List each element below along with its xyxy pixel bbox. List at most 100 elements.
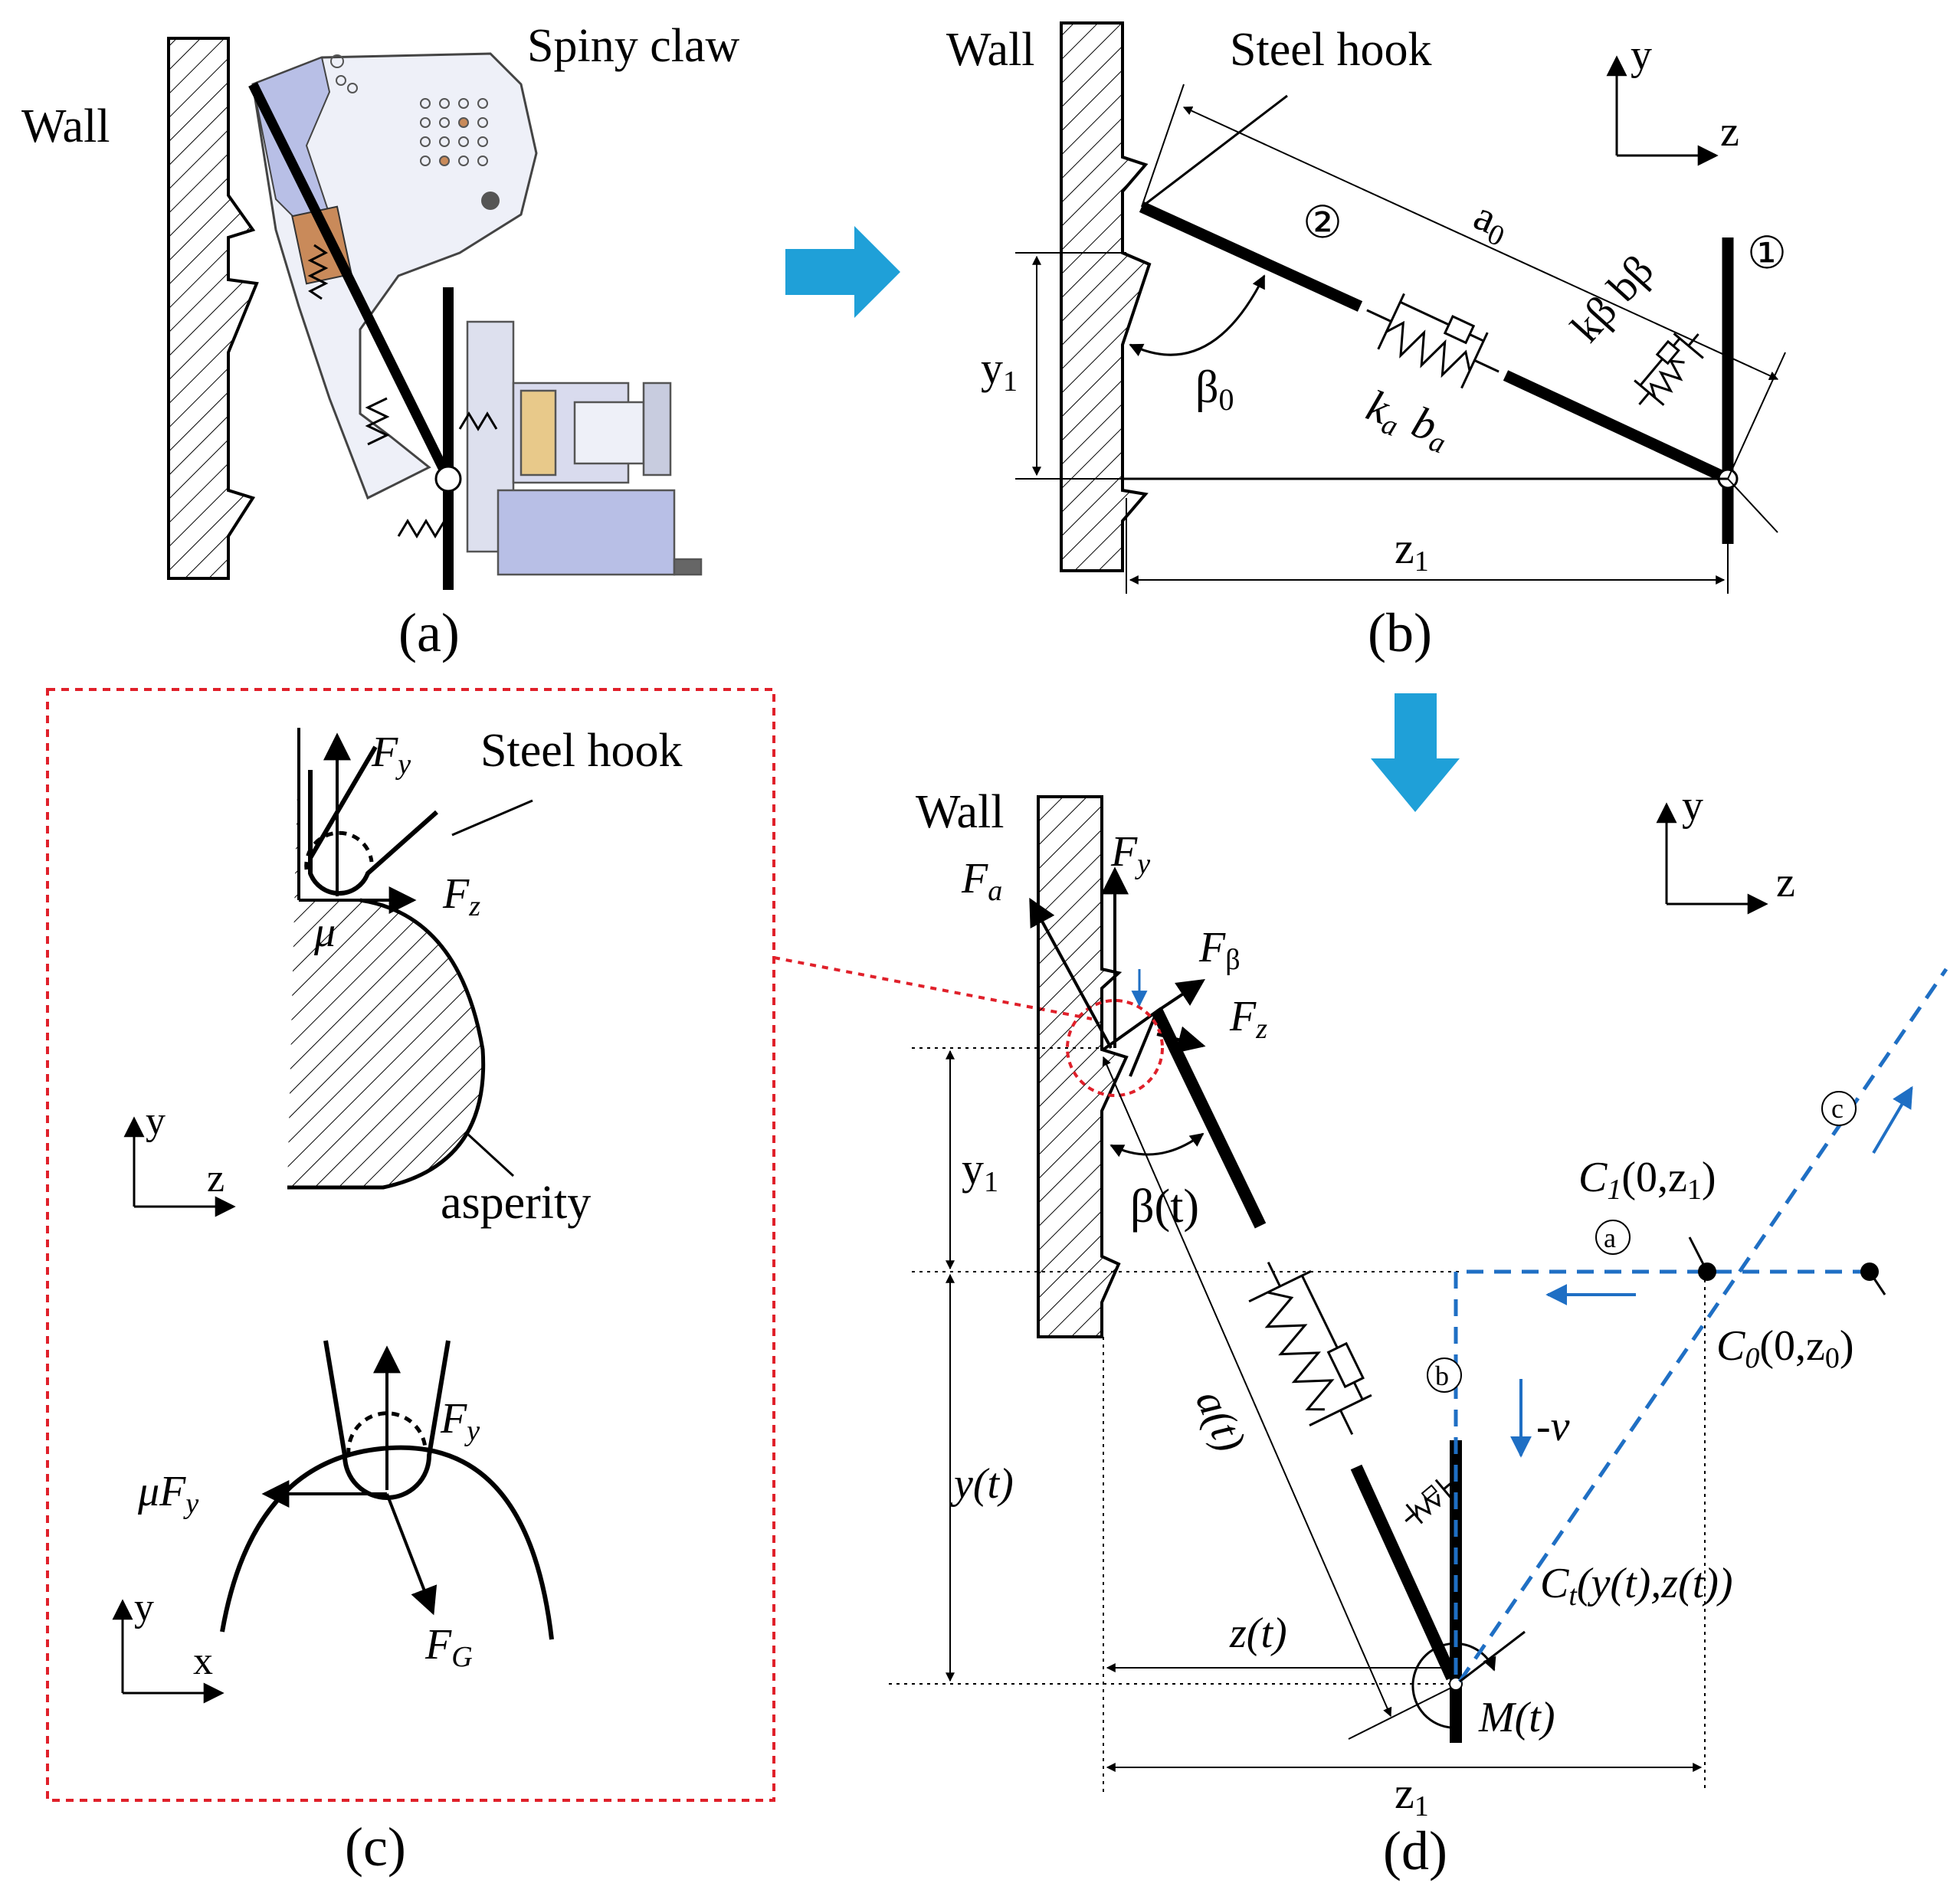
pivot-line-b [1727, 478, 1778, 533]
a0-label: a0 [1465, 192, 1517, 253]
caption-a: (a) [398, 602, 460, 663]
claw-spring [307, 244, 329, 300]
wall-label-d: Wall [916, 786, 1005, 838]
fg-arrow [385, 1493, 438, 1616]
y1-label-d: y1 [962, 1144, 998, 1198]
hook-line-b [1141, 94, 1288, 208]
asperity-outline-upper [287, 898, 486, 1190]
at-dim [1102, 1056, 1392, 1718]
circle-c-text: c [1831, 1093, 1844, 1124]
caption-b: (b) [1368, 602, 1432, 663]
wall-label-a: Wall [21, 100, 110, 152]
rod-b-2 [1503, 370, 1731, 484]
wall-b [1060, 21, 1152, 572]
yt-label: y(t) [950, 1460, 1014, 1508]
fy-label-d: Fy [1110, 828, 1150, 880]
axis-y-label-c2: y [134, 1586, 154, 1629]
a0-dim-ext1 [1141, 84, 1185, 208]
beta0-arc [1129, 274, 1266, 357]
fa-arrow [1029, 897, 1113, 1049]
mu-label-c1: μ [313, 909, 336, 956]
circle-b-text: b [1435, 1361, 1449, 1391]
fa-label: Fa [961, 855, 1002, 907]
wall-label-b: Wall [946, 24, 1035, 76]
at-label: a(t) [1186, 1383, 1255, 1459]
fbeta-label: Fβ [1198, 924, 1241, 976]
claw-pivot-dot [481, 192, 500, 210]
arrow-c-blue [1872, 1086, 1913, 1154]
ct-label: Ct(y(t),z(t)) [1540, 1560, 1733, 1612]
mt-label: M(t) [1478, 1694, 1555, 1741]
motor-assembly [365, 320, 703, 576]
hook-label-leader-c [451, 799, 533, 837]
asperity-leader [466, 1132, 515, 1177]
moment-arc [1411, 1642, 1496, 1729]
beta-t-label: β(t) [1130, 1181, 1199, 1233]
hook-left-arm-upper [308, 745, 378, 860]
fz-label-d: Fz [1229, 993, 1267, 1045]
c0-label: C0(0,z0) [1716, 1322, 1854, 1374]
spring-damper-beta-b [1634, 332, 1704, 406]
y1-label-b: y1 [981, 343, 1018, 398]
beta-t-arc [1109, 1132, 1205, 1158]
pivot-a [434, 465, 462, 493]
circle-2: ② [1303, 198, 1342, 247]
caption-c: (c) [345, 1816, 406, 1878]
a0-dim [1182, 106, 1779, 380]
zoom-box-c [46, 688, 775, 1802]
c1-leader [1688, 1236, 1709, 1272]
fy-label-c2: Fy [440, 1395, 480, 1447]
ct-leader [1459, 1630, 1526, 1683]
kbeta-bbeta-label: kβbβ [1562, 247, 1663, 352]
circle-a-text: a [1604, 1223, 1616, 1253]
panel-d: Wall Fa Fy Fβ Fz y1 β(t) a(t) y(t) z(t) … [889, 782, 1949, 1882]
trajectory-c [1457, 968, 1949, 1683]
hook-u-upper [308, 770, 438, 896]
ka-ba-label: kaba [1359, 380, 1457, 460]
claw-blue-strip [251, 56, 331, 231]
hook-label-b: Steel hook [1230, 24, 1431, 76]
hook-dashed-upper [304, 830, 374, 870]
z1-label-b: z1 [1395, 523, 1429, 578]
flow-arrow-down [1371, 693, 1460, 812]
c1-label: C1(0,z1) [1578, 1154, 1716, 1206]
spiny-claw-label: Spiny claw [527, 20, 739, 72]
panel-b: Wall Steel hook ② ① a0 kβbβ β0 kaba y1 z… [946, 21, 1787, 663]
circle-a-marker [1595, 1220, 1631, 1255]
zt-label: z(t) [1229, 1610, 1287, 1657]
circle-b-marker [1427, 1358, 1462, 1393]
claw-link-a [248, 82, 453, 481]
axis-x-label-c2: x [193, 1639, 213, 1683]
axis-y-label-d: y [1682, 782, 1703, 830]
axis-z-label-d: z [1776, 859, 1795, 906]
z1-label-d: z1 [1395, 1768, 1429, 1823]
axis-y-label-b: y [1631, 31, 1652, 79]
caption-d: (d) [1383, 1820, 1447, 1882]
spring-damper-a-d [1248, 1261, 1372, 1436]
asperity-label: asperity [441, 1177, 591, 1229]
claw-hole-grid [330, 54, 488, 166]
beta0-label: β0 [1195, 362, 1234, 417]
c0-leader [1868, 1271, 1886, 1295]
panel-c: Fy Steel hook Fz μ asperity y z Fy μFy F… [46, 688, 775, 1878]
mufy-label: μFy [137, 1468, 198, 1520]
hook-label-c: Steel hook [480, 725, 682, 777]
zoom-circle-d [1066, 999, 1164, 1097]
fy-label-c1: Fy [371, 729, 411, 781]
spring-beta-d [1404, 1479, 1454, 1525]
axis-y-label-c1: y [146, 1099, 166, 1143]
trajectory-ab [1454, 1269, 1870, 1684]
at-ext [1348, 1685, 1457, 1740]
circle-1: ① [1747, 228, 1787, 278]
fz-label-c1: Fz [442, 870, 480, 922]
a0-dim-ext2 [1727, 352, 1786, 480]
hook-dashed-lower [346, 1411, 428, 1456]
circle-c-marker [1821, 1091, 1857, 1126]
panel-a: Wall Spiny claw (a) [21, 20, 739, 663]
fz-arrow-d [1156, 1026, 1206, 1053]
asperity-lower [220, 1445, 554, 1640]
wall-a [167, 37, 259, 580]
asperity-upper [287, 728, 483, 1187]
